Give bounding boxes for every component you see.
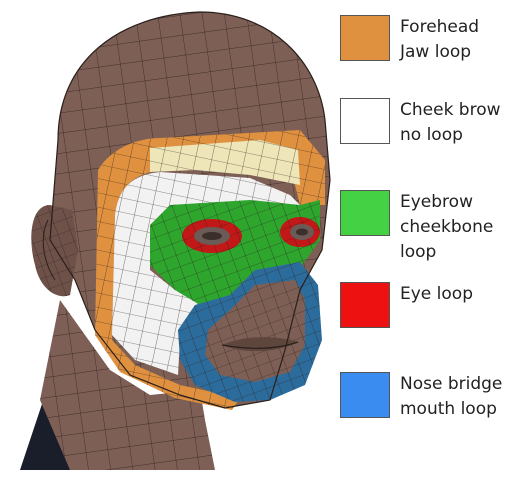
legend-swatch-orange (340, 15, 390, 61)
head-mesh (0, 0, 340, 485)
legend-swatch-blue (340, 372, 390, 418)
legend-swatch-green (340, 190, 390, 236)
legend-label: Cheek brow no loop (400, 98, 501, 148)
legend-label: Nose bridge mouth loop (400, 372, 502, 422)
legend-label: Eyebrow cheekbone loop (400, 190, 493, 265)
legend-label: Forehead Jaw loop (400, 15, 479, 65)
legend-swatch-red (340, 282, 390, 328)
legend-label: Eye loop (400, 282, 473, 307)
legend-swatch-white (340, 98, 390, 144)
